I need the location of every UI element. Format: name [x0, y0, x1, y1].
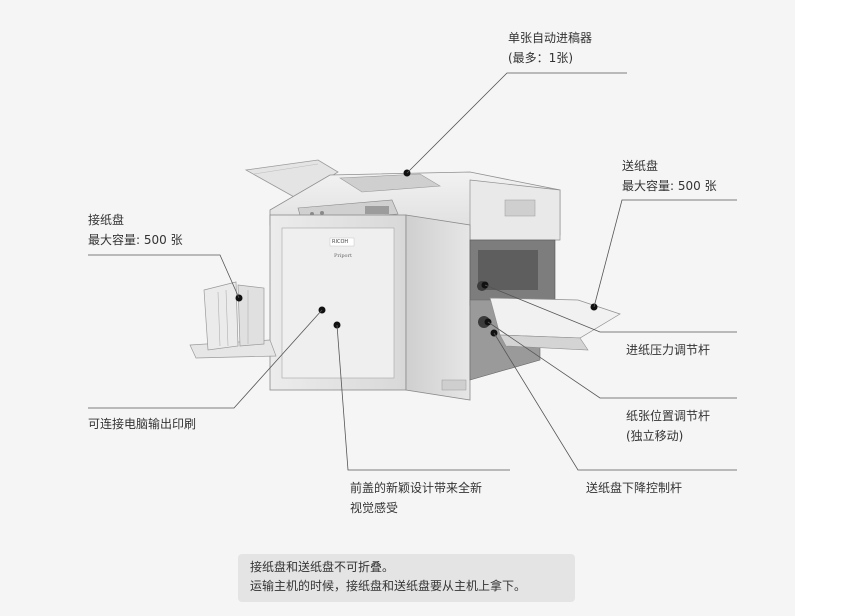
- callout-pc-print: 可连接电脑输出印刷: [88, 417, 197, 431]
- callout-feed-pressure-lever: 进纸压力调节杆: [626, 343, 711, 357]
- receiving-tray-illustration: [189, 281, 277, 359]
- callout-front-cover: 前盖的新颖设计带来全新 视觉感受: [350, 481, 483, 515]
- callout-single-feeder: 单张自动进稿器 (最多：1张): [508, 31, 593, 65]
- callout-paper-position-lever: 纸张位置调节杆 (独立移动): [626, 409, 711, 443]
- feed-tray-illustration: [489, 297, 621, 351]
- callout-receiving-tray: 接纸盘 最大容量: 500 张: [88, 213, 183, 247]
- machine-brand: RICOH: [332, 239, 349, 245]
- machine-model: Priport: [334, 253, 352, 259]
- callout-feed-tray: 送纸盘 最大容量: 500 张: [622, 159, 717, 193]
- note-line-1: 接纸盘和送纸盘不可折叠。: [250, 560, 395, 574]
- callout-tray-down-control: 送纸盘下降控制杆: [586, 481, 683, 495]
- note-line-2: 运输主机的时候，接纸盘和送纸盘要从主机上拿下。: [250, 579, 527, 593]
- document-feed-tray: [244, 159, 339, 199]
- note-box: 接纸盘和送纸盘不可折叠。 运输主机的时候，接纸盘和送纸盘要从主机上拿下。: [238, 554, 575, 602]
